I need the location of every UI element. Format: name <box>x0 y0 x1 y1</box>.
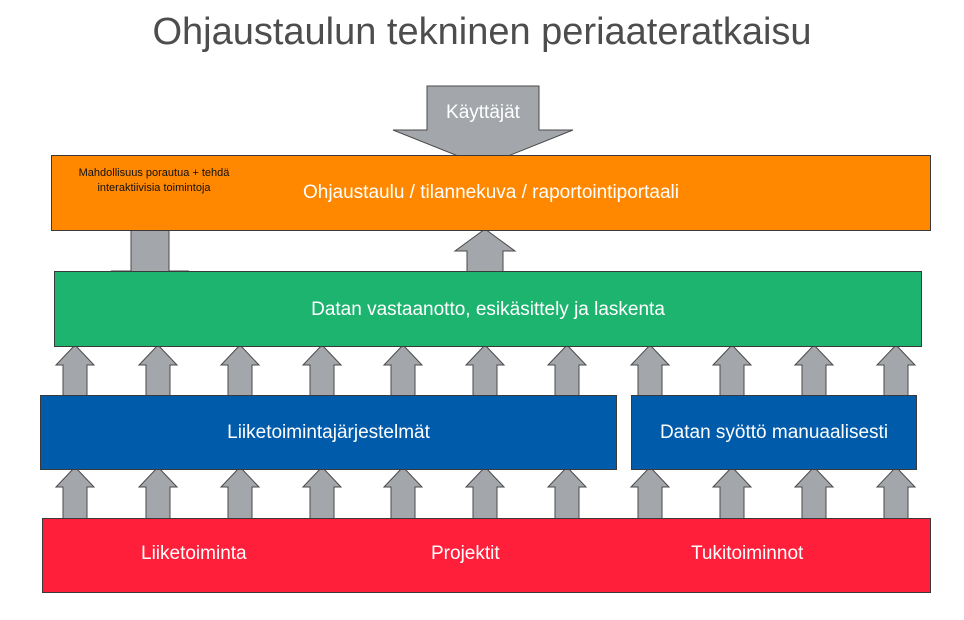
upper-row-arrow <box>464 344 506 399</box>
upper-row-arrow <box>382 344 424 399</box>
lower-row-arrow <box>629 466 671 522</box>
users-label: Käyttäjät <box>446 102 520 123</box>
lower-row-arrow <box>137 466 179 522</box>
lower-row-arrow <box>382 466 424 522</box>
page-title: Ohjaustaulun tekninen periaateratkaisu <box>152 11 812 53</box>
processing-label: Datan vastaanotto, esikäsittely ja laske… <box>311 299 665 320</box>
manual-entry-label: Datan syöttö manuaalisesti <box>659 422 889 443</box>
upper-row-arrow <box>301 344 343 399</box>
lower-row-arrow <box>219 466 261 522</box>
drilldown-note: Mahdollisuus porautua + tehdä interaktii… <box>78 167 230 194</box>
source-projektit: Projektit <box>431 543 500 564</box>
source-tukitoiminnot: Tukitoiminnot <box>691 543 804 564</box>
upper-row-arrow <box>219 344 261 399</box>
lower-row-arrow <box>301 466 343 522</box>
source-liiketoiminta: Liiketoiminta <box>141 543 247 564</box>
manual-entry-box: Datan syöttö manuaalisesti <box>631 395 917 470</box>
lower-row-arrow <box>546 466 588 522</box>
upper-row-arrow <box>875 344 917 399</box>
upper-row-arrow <box>793 344 835 399</box>
lower-row-arrow <box>875 466 917 522</box>
business-systems-label: Liiketoimintajärjestelmät <box>227 422 430 443</box>
upper-row-arrow <box>629 344 671 399</box>
sources-box <box>42 518 931 593</box>
upper-row-arrow <box>54 344 96 399</box>
upper-row-arrow <box>711 344 753 399</box>
lower-row-arrow <box>464 466 506 522</box>
upper-row-arrow <box>546 344 588 399</box>
business-systems-box: Liiketoimintajärjestelmät <box>40 395 617 470</box>
lower-row-arrow <box>711 466 753 522</box>
dashboard-box: Ohjaustaulu / tilannekuva / raportointip… <box>51 155 931 231</box>
users-arrow <box>392 85 574 167</box>
dashboard-label: Ohjaustaulu / tilannekuva / raportointip… <box>302 182 679 203</box>
processing-box: Datan vastaanotto, esikäsittely ja laske… <box>54 271 922 347</box>
lower-row-arrow <box>793 466 835 522</box>
upper-row-arrow <box>137 344 179 399</box>
lower-row-arrow <box>54 466 96 522</box>
